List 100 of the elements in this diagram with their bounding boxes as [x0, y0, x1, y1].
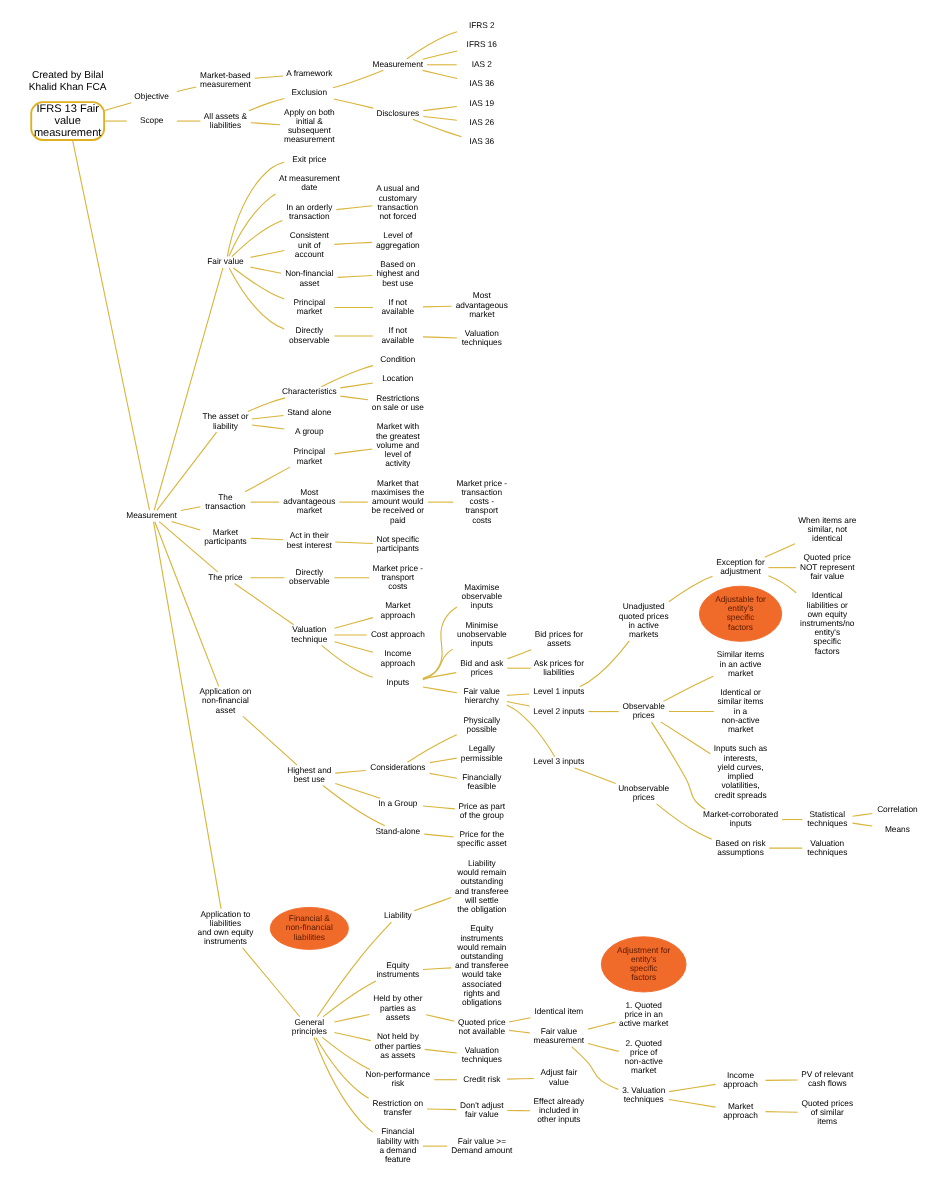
connector — [571, 1046, 619, 1090]
connector — [412, 118, 463, 138]
connector — [668, 575, 714, 603]
connector — [422, 305, 453, 308]
connector — [421, 50, 458, 60]
connector — [422, 648, 454, 680]
connector — [764, 543, 796, 558]
connector — [242, 715, 298, 766]
connector — [154, 521, 220, 687]
connector — [422, 805, 456, 810]
connector — [422, 336, 458, 339]
connector — [251, 424, 285, 430]
connector — [662, 675, 714, 702]
connector — [315, 1036, 370, 1099]
connector — [422, 686, 458, 694]
connector — [424, 1048, 458, 1054]
connector — [425, 1014, 456, 1022]
connector — [333, 448, 373, 455]
connector — [421, 69, 458, 80]
connector — [226, 161, 285, 258]
connector — [335, 205, 373, 211]
connector — [153, 521, 222, 910]
connector — [406, 31, 458, 60]
connector — [765, 1079, 799, 1081]
connector — [320, 365, 374, 388]
connector — [333, 577, 370, 579]
connector — [333, 306, 374, 308]
connector — [413, 896, 452, 912]
connector — [768, 847, 803, 849]
connector — [332, 69, 385, 89]
connector — [103, 120, 128, 122]
connector — [250, 537, 284, 541]
connector — [429, 772, 458, 779]
connector — [655, 803, 713, 840]
connector — [650, 721, 706, 810]
connector — [765, 1111, 799, 1113]
connector — [248, 98, 285, 112]
connector — [158, 521, 219, 573]
connector — [506, 693, 530, 696]
connector — [333, 1031, 372, 1042]
connector — [321, 644, 374, 678]
connector — [423, 833, 455, 838]
connector — [422, 105, 458, 112]
connector — [176, 86, 197, 92]
connector — [250, 577, 285, 579]
connector — [427, 501, 454, 503]
connector — [422, 115, 458, 121]
connector — [668, 711, 715, 713]
connector — [180, 506, 202, 512]
connector — [508, 1029, 531, 1034]
connector — [587, 1021, 616, 1030]
connector — [767, 575, 797, 594]
connector — [579, 640, 630, 688]
connector — [244, 466, 291, 493]
connector — [250, 266, 282, 274]
connector — [231, 219, 283, 258]
connector — [506, 701, 531, 707]
connector — [334, 541, 374, 545]
connector — [232, 267, 285, 300]
connector — [333, 641, 374, 653]
connector — [338, 501, 369, 503]
connector — [156, 431, 218, 511]
connector — [176, 120, 201, 122]
connector — [339, 382, 374, 389]
connector — [333, 1013, 371, 1023]
connector — [228, 193, 277, 257]
connector — [242, 947, 301, 1018]
connector — [433, 1079, 458, 1081]
connector — [313, 1037, 374, 1133]
connector — [508, 1017, 532, 1023]
connector — [250, 249, 285, 258]
connector — [334, 782, 381, 799]
connector — [153, 267, 224, 511]
connector — [781, 818, 803, 821]
connector — [506, 667, 532, 669]
connector — [250, 122, 281, 126]
connector — [322, 784, 386, 827]
connector — [506, 1109, 531, 1112]
connector — [506, 704, 556, 758]
connector — [316, 921, 392, 1018]
connector — [250, 501, 280, 503]
connector — [422, 967, 452, 971]
connector — [668, 1098, 717, 1108]
connector — [333, 98, 374, 109]
connector — [588, 711, 620, 713]
connector — [333, 241, 373, 245]
connector — [251, 414, 285, 420]
connector — [406, 734, 458, 763]
connector — [321, 1036, 371, 1070]
connector — [426, 1108, 457, 1111]
connector — [254, 75, 284, 79]
connector — [851, 813, 873, 817]
connector — [228, 267, 285, 330]
connector — [333, 617, 374, 629]
connector — [506, 1077, 535, 1080]
connector — [72, 139, 151, 511]
connector — [422, 1145, 448, 1147]
connector — [103, 102, 132, 112]
connector — [587, 1043, 620, 1052]
connector — [422, 672, 457, 680]
